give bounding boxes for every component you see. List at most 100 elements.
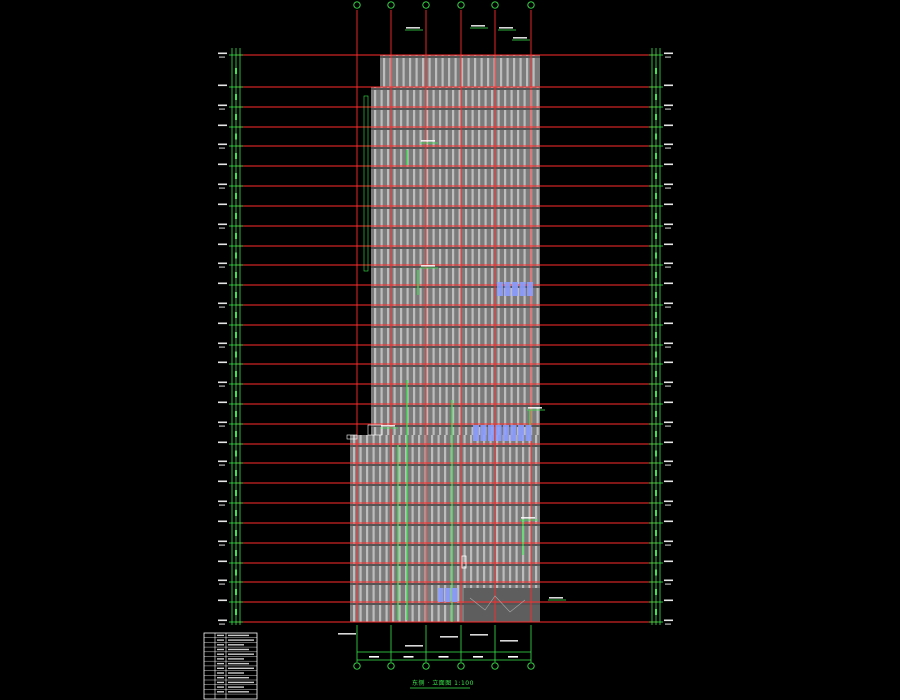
level-text-mark [218, 480, 227, 483]
dimension-value-mark [235, 272, 237, 278]
floor-slab-band [350, 464, 540, 466]
annotation-text-mark [521, 517, 535, 519]
green-annotations [346, 25, 566, 622]
level-text-mark [218, 361, 227, 364]
level-text-mark [664, 183, 673, 186]
floor-slab-band [371, 326, 540, 328]
bottom-annotation-text [405, 645, 423, 647]
mullion [379, 435, 382, 588]
legend-row-text [217, 672, 224, 674]
annotation-text-mark [549, 597, 563, 599]
glazing-panel [495, 425, 502, 441]
dimension-value-mark [235, 530, 237, 536]
mullion [353, 435, 356, 588]
mullion [515, 435, 518, 588]
level-text-mark [664, 520, 673, 523]
level-text-mark [664, 243, 673, 246]
dimension-value-mark [655, 391, 657, 397]
dimension-value-mark [235, 391, 237, 397]
level-text-mark [665, 56, 671, 58]
floor-slab-band [371, 167, 540, 169]
dimension-value-mark [235, 332, 237, 338]
dimension-value-mark [235, 371, 237, 377]
level-text-mark [218, 282, 227, 285]
legend-row-text [228, 662, 249, 665]
mullion [532, 55, 535, 87]
level-text-mark [664, 381, 673, 384]
mullion [439, 87, 442, 435]
floor-slab-band [371, 108, 540, 110]
level-text-mark [218, 599, 227, 602]
level-text-mark [665, 385, 671, 387]
glazing-panel [525, 425, 532, 441]
vertical-dimension-bracket [363, 95, 369, 272]
level-text-mark [219, 147, 225, 149]
glazing-panel [503, 425, 509, 441]
level-text-mark [219, 385, 225, 387]
floor-slab-band [371, 385, 540, 387]
level-text-mark [664, 84, 673, 87]
glazing-panel [519, 282, 526, 296]
dimension-value-mark [235, 431, 237, 437]
legend-row-text [228, 667, 254, 669]
mullion [432, 87, 435, 435]
dimension-value-mark [655, 332, 657, 338]
mullion [372, 435, 375, 588]
legend-row-text [217, 677, 224, 679]
mullion [502, 435, 505, 588]
level-text-mark [218, 540, 227, 543]
level-text-mark [664, 223, 673, 226]
level-text-mark [218, 460, 227, 463]
dimension-value-mark [235, 450, 237, 457]
mullion [380, 87, 383, 435]
legend-row-text [228, 639, 254, 641]
mullion [470, 435, 473, 588]
dimension-value-mark [655, 609, 657, 615]
axis-bubble [527, 1, 535, 9]
mullion [426, 87, 429, 435]
building-facade [350, 55, 540, 622]
legend-row-text [217, 648, 224, 651]
dimension-value-mark [655, 411, 657, 417]
mullion [448, 55, 451, 87]
level-text-mark [219, 464, 225, 466]
level-text-mark [218, 441, 227, 444]
axis-bubble [527, 662, 535, 670]
door-symbol [461, 555, 467, 569]
level-text-mark [219, 56, 225, 58]
legend-row-text [217, 653, 224, 655]
level-text-mark [219, 108, 225, 110]
floor-slab-band [371, 365, 540, 367]
dimension-value-mark [655, 233, 657, 239]
mullion [510, 87, 513, 435]
bay-dimension-text [473, 656, 483, 658]
level-text-mark [218, 84, 227, 87]
bottom-annotation-text [338, 633, 356, 635]
axis-bubble [491, 662, 499, 670]
level-text-mark [219, 187, 225, 189]
level-text-mark [664, 163, 673, 166]
mullion [366, 435, 369, 588]
dimension-value-mark [655, 510, 657, 516]
level-text-mark [218, 223, 227, 226]
level-text-mark [219, 504, 225, 506]
glazing-panel [527, 282, 533, 296]
mullion [461, 55, 464, 87]
legend-row-text [217, 634, 224, 637]
mullion [536, 87, 539, 435]
floor-slab-band [350, 504, 540, 506]
legend-row-text [228, 686, 244, 688]
mullion [478, 87, 481, 435]
level-text-mark [219, 227, 225, 229]
dimension-value-mark [655, 470, 657, 476]
bay-dimension-text [369, 656, 379, 658]
legend-row-text [228, 672, 244, 674]
level-text-mark [664, 322, 673, 325]
level-text-mark [219, 346, 225, 348]
level-text-mark [218, 322, 227, 325]
glazing-panel [438, 588, 444, 602]
floor-slab-band [371, 266, 540, 268]
mullion [445, 87, 448, 435]
floor-slab-band [371, 425, 540, 427]
